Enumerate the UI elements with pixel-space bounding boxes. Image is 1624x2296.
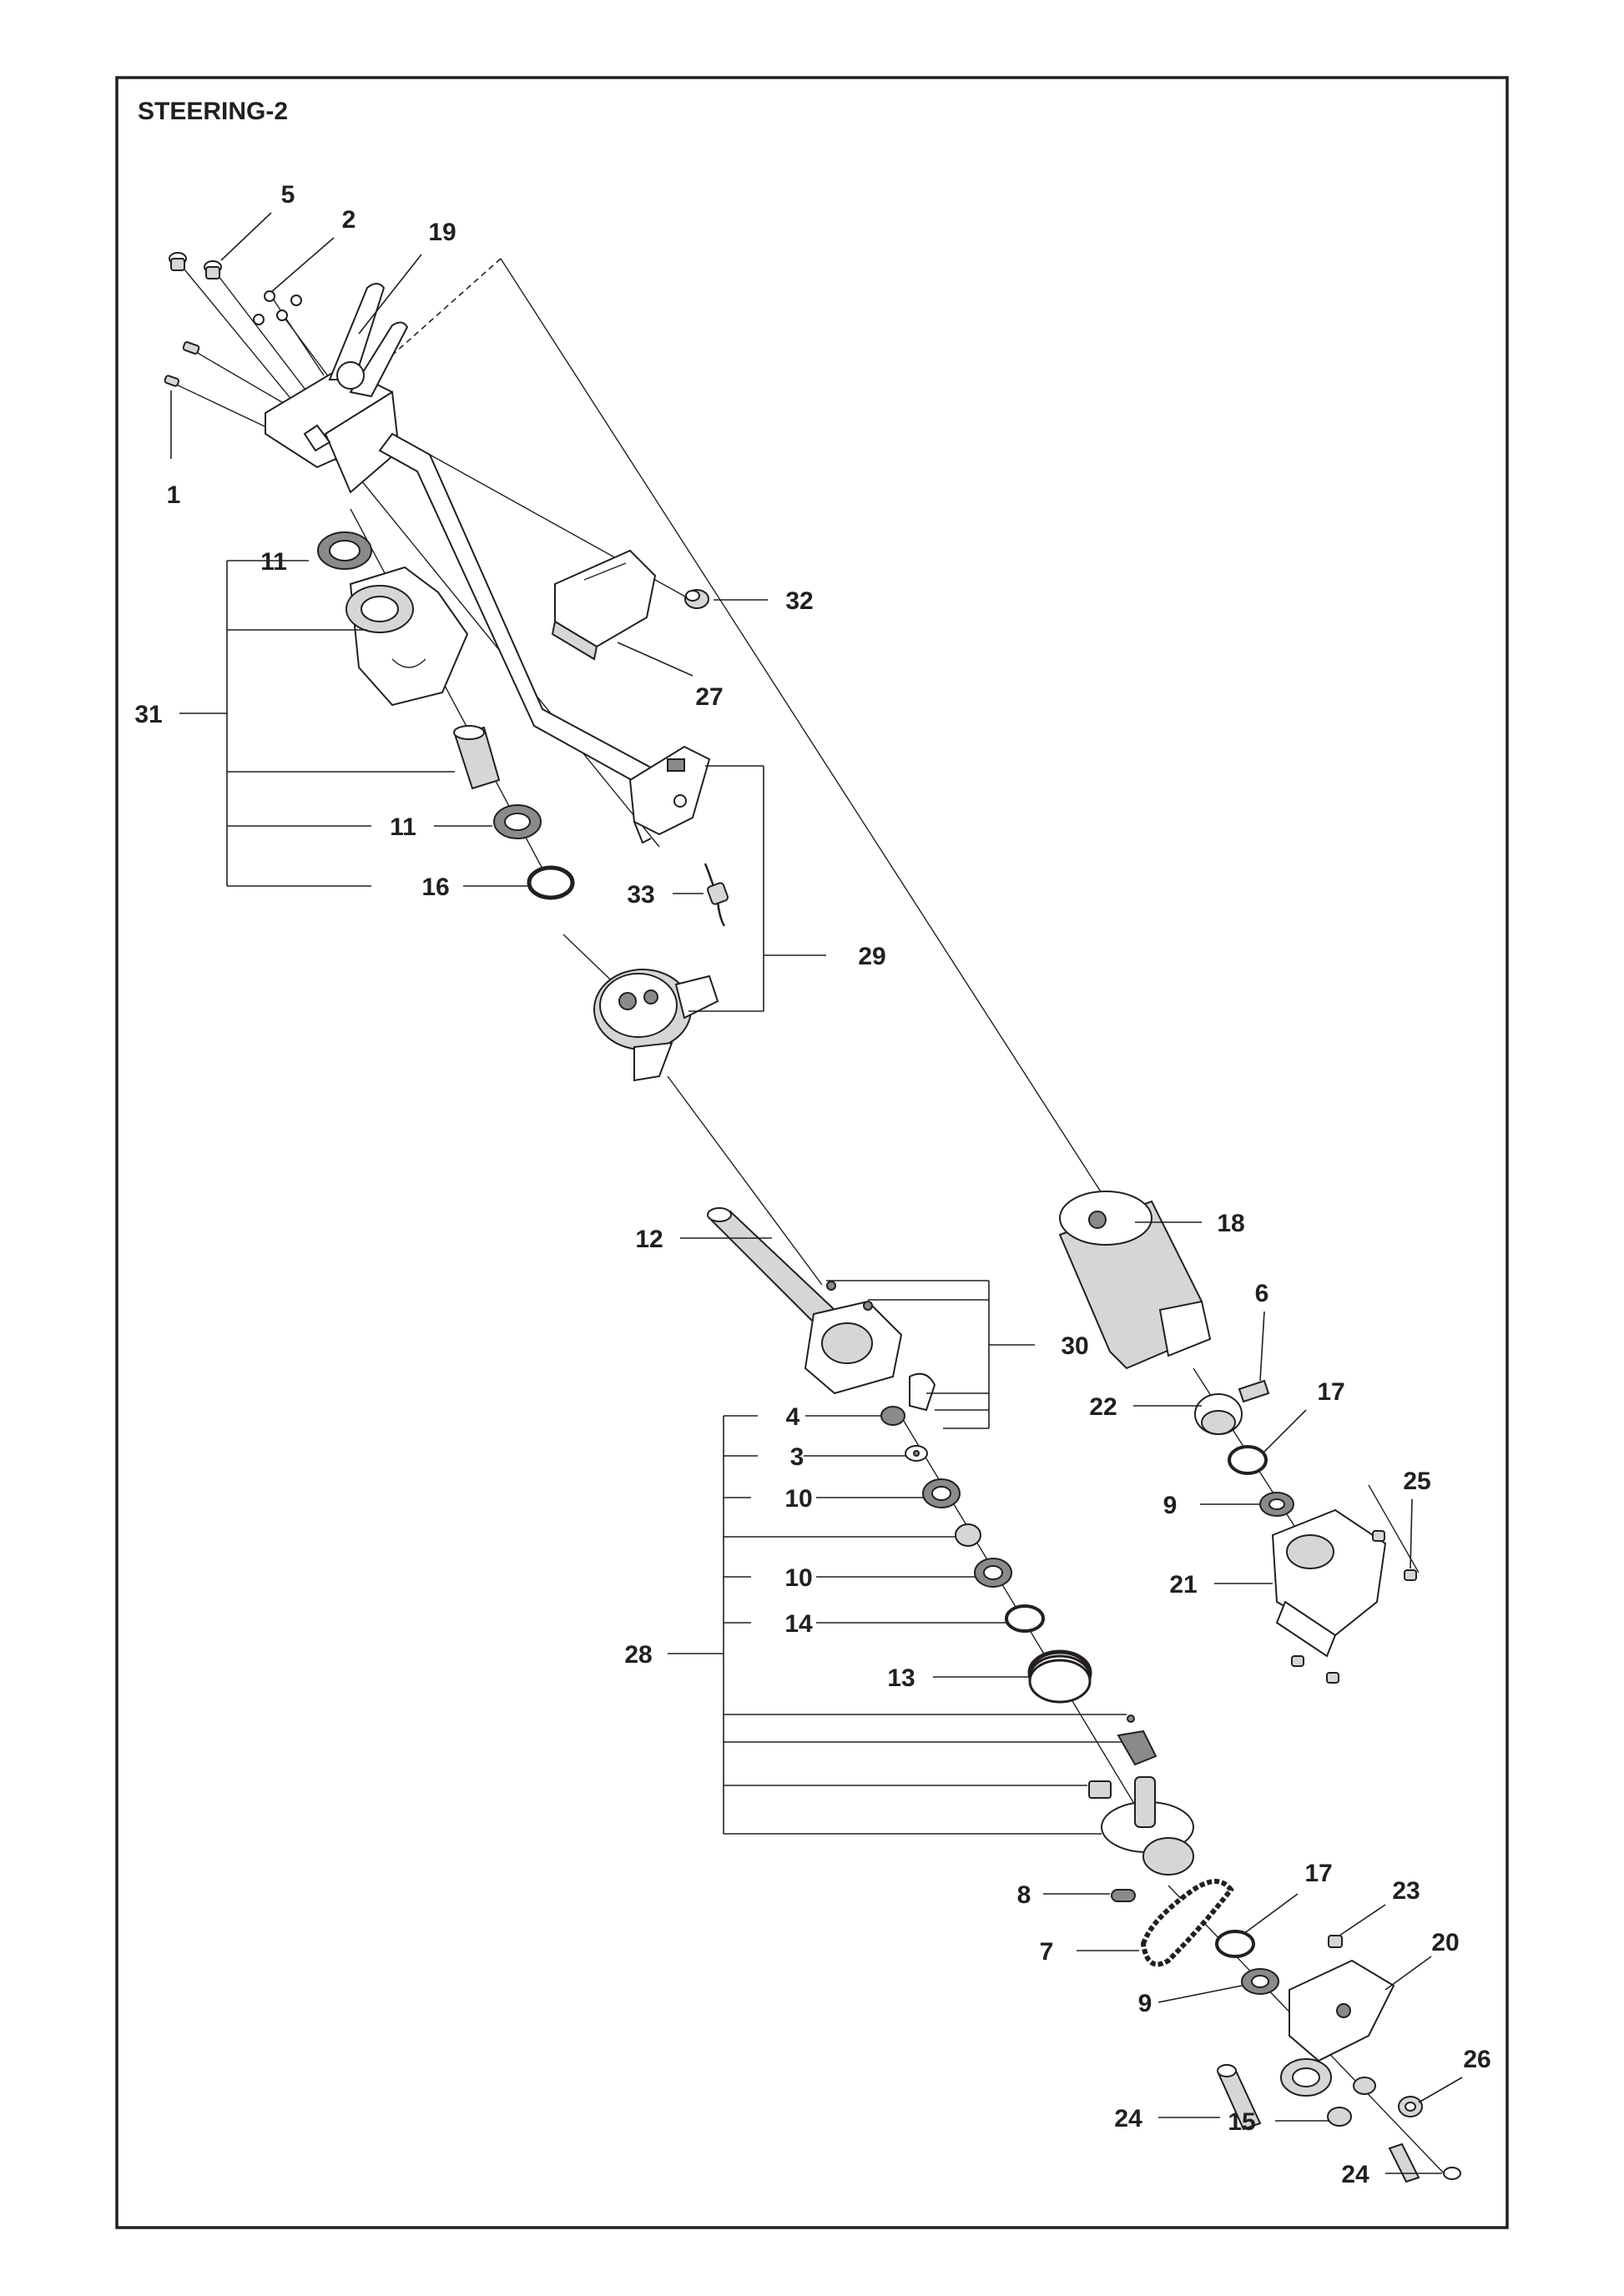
label-20: 20 [1431, 1929, 1459, 1956]
bearing-11-top [317, 531, 372, 570]
lever-bracket-19 [265, 283, 409, 494]
label-1: 1 [167, 481, 181, 509]
leader-lines [170, 212, 1463, 2174]
label-24-upper: 24 [1114, 2105, 1142, 2132]
column-tube-12 [707, 1207, 836, 1324]
label-9-upper: 9 [1163, 1492, 1178, 1519]
label-21: 21 [1169, 1571, 1197, 1599]
label-15: 15 [1228, 2108, 1255, 2136]
label-23: 23 [1392, 1877, 1420, 1905]
bolt-24-b [1388, 2142, 1461, 2183]
label-17-upper: 17 [1317, 1378, 1344, 1406]
washer-3 [905, 1445, 928, 1462]
screw-2-a [264, 290, 275, 302]
pin-1-b [164, 375, 180, 387]
block-piece [1088, 1780, 1112, 1799]
chain-link-8 [1111, 1889, 1136, 1902]
label-5: 5 [281, 181, 295, 209]
bearing-10-b [974, 1558, 1012, 1588]
bearing-11-lower [493, 804, 542, 839]
label-10-a: 10 [784, 1485, 812, 1513]
bolt-32 [684, 589, 709, 609]
label-3: 3 [790, 1443, 804, 1471]
screw-2-b [276, 310, 288, 321]
screw-25-b [1404, 1569, 1417, 1581]
label-11-top: 11 [260, 548, 287, 576]
screw-21-a [1291, 1655, 1304, 1667]
shaft-piece [453, 725, 501, 790]
screw-2-c [253, 314, 265, 325]
bearing-10-a [922, 1478, 961, 1508]
screw-5-b [204, 260, 222, 279]
label-33: 33 [627, 881, 654, 909]
label-22: 22 [1089, 1393, 1117, 1421]
ring-14 [1005, 1604, 1045, 1633]
bolt-24-a [1217, 2064, 1262, 2131]
label-4: 4 [786, 1403, 800, 1431]
motor-18 [1058, 1191, 1212, 1370]
bearing-9-upper [1259, 1492, 1294, 1517]
bearing-9-lower [1241, 1968, 1279, 1995]
spring-13 [1027, 1649, 1092, 1704]
latch-piece [1117, 1730, 1157, 1766]
screw-21-b [1326, 1672, 1339, 1684]
washer-15 [1327, 2107, 1352, 2127]
label-8: 8 [1017, 1881, 1031, 1909]
bottom-bracket-20 [1280, 1959, 1395, 2097]
switch-bracket-29 [628, 745, 711, 844]
label-13: 13 [887, 1664, 915, 1692]
label-24-lower: 24 [1341, 2161, 1369, 2188]
label-28: 28 [624, 1641, 652, 1669]
label-9-lower: 9 [1138, 1990, 1152, 2017]
label-2: 2 [342, 206, 356, 234]
ring-16 [527, 865, 575, 900]
part-number-labels: 5 2 19 1 11 32 27 31 11 16 33 29 12 18 6… [134, 181, 1490, 2188]
spacer [955, 1523, 981, 1547]
label-31: 31 [134, 701, 162, 728]
pin-small [1127, 1714, 1135, 1723]
gauge-housing-29 [593, 969, 719, 1082]
label-29: 29 [858, 943, 885, 970]
washer-small [1353, 2077, 1376, 2095]
label-27: 27 [695, 683, 723, 711]
label-6: 6 [1255, 1280, 1269, 1307]
label-25: 25 [1403, 1468, 1430, 1495]
motor-bracket-21 [1271, 1508, 1387, 1658]
label-16: 16 [421, 874, 449, 901]
label-12: 12 [635, 1226, 663, 1253]
cap-4 [880, 1406, 905, 1426]
label-17-lower: 17 [1304, 1860, 1332, 1887]
diagram-frame [115, 76, 1509, 2229]
flange-plate [345, 566, 469, 707]
sprocket-gear [1101, 1776, 1194, 1876]
ring-17-upper [1228, 1445, 1268, 1475]
pin-1-a [182, 341, 200, 355]
pin-23 [1328, 1935, 1343, 1948]
label-32: 32 [785, 587, 813, 615]
label-14: 14 [784, 1610, 813, 1638]
lower-housing-30 [804, 1281, 936, 1412]
label-18: 18 [1217, 1210, 1244, 1237]
washer-26 [1398, 2096, 1423, 2117]
screw-25-a [1372, 1530, 1385, 1542]
cover-27 [551, 549, 657, 661]
label-11-lower: 11 [390, 813, 416, 841]
label-30: 30 [1061, 1332, 1088, 1360]
label-7: 7 [1040, 1938, 1054, 1966]
spring-33 [704, 863, 729, 927]
screw-2-d [290, 295, 302, 306]
bolt-6 [1238, 1379, 1270, 1403]
label-19: 19 [428, 219, 456, 246]
diagram-title: STEERING-2 [138, 98, 288, 125]
label-26: 26 [1463, 2046, 1490, 2073]
screw-5-a [169, 252, 187, 271]
chain-7 [1140, 1879, 1234, 1967]
label-10-b: 10 [784, 1564, 812, 1592]
ring-17-lower [1215, 1930, 1255, 1958]
gear-22 [1194, 1393, 1243, 1435]
